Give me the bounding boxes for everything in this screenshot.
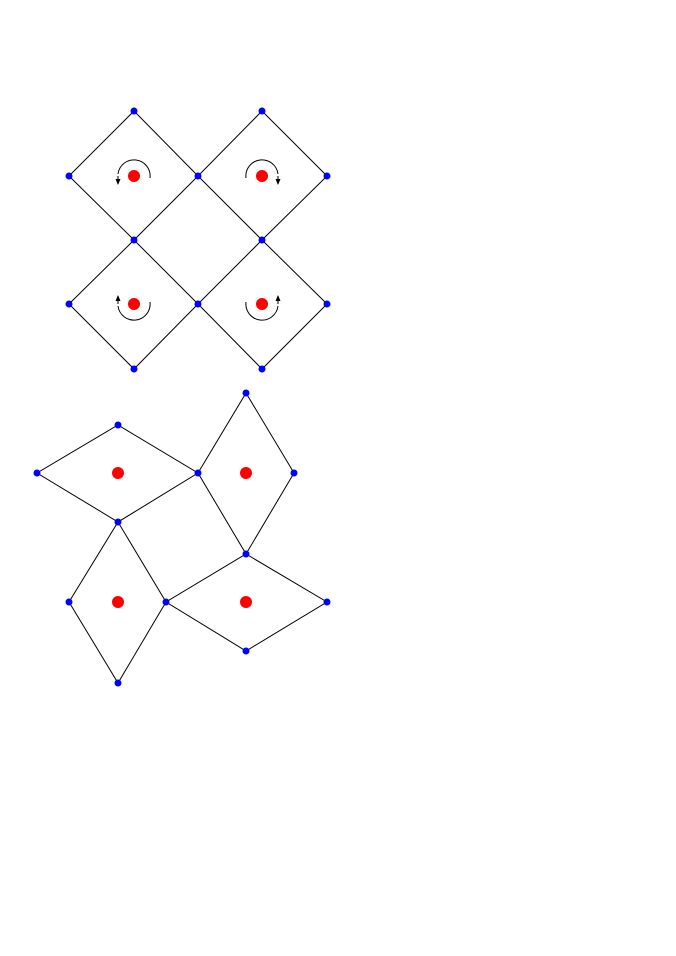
vertex-atom [323, 300, 331, 308]
vertex-atom [194, 469, 202, 477]
vertex-atom [65, 598, 73, 606]
rotation-arrow-arc [245, 301, 279, 321]
vertex-atom [130, 365, 138, 373]
rotation-arrowhead-icon [115, 295, 121, 301]
vertex-atom [242, 389, 250, 397]
rotation-arrow-arc [117, 301, 151, 321]
vertex-atom [258, 365, 266, 373]
vertex-atom [114, 679, 122, 687]
center-atom-top-right [256, 170, 268, 182]
vertex-atom [194, 300, 202, 308]
vertex-atom [33, 469, 41, 477]
vertex-atom [258, 107, 266, 115]
center-atom-bottom-right [256, 298, 268, 310]
vertex-atom [242, 647, 250, 655]
center-atom-bottom-left [112, 596, 124, 608]
vertex-atom [130, 236, 138, 244]
vertex-atom [114, 518, 122, 526]
vertex-atom [114, 421, 122, 429]
vertex-atom [194, 172, 202, 180]
vertex-atom [130, 107, 138, 115]
center-atom-bottom-left [128, 298, 140, 310]
vertex-atom [242, 550, 250, 558]
rotation-arrowhead-icon [115, 179, 121, 185]
rotation-arrowhead-icon [275, 179, 281, 185]
center-atom-top-left [128, 170, 140, 182]
rotation-arrow-arc [245, 159, 279, 179]
center-atom-top-right [240, 467, 252, 479]
vertex-atom [65, 172, 73, 180]
vertex-atom [323, 598, 331, 606]
vertex-atom [258, 236, 266, 244]
distorted-lattice-panel [33, 389, 331, 687]
center-atom-bottom-right [240, 596, 252, 608]
vertex-atom [290, 469, 298, 477]
regular-lattice-panel [65, 107, 331, 373]
vertex-atom [323, 172, 331, 180]
vertex-atom [65, 300, 73, 308]
center-atom-top-left [112, 467, 124, 479]
rotation-arrowhead-icon [275, 295, 281, 301]
vertex-atom [162, 598, 170, 606]
rotation-arrow-arc [117, 159, 151, 179]
